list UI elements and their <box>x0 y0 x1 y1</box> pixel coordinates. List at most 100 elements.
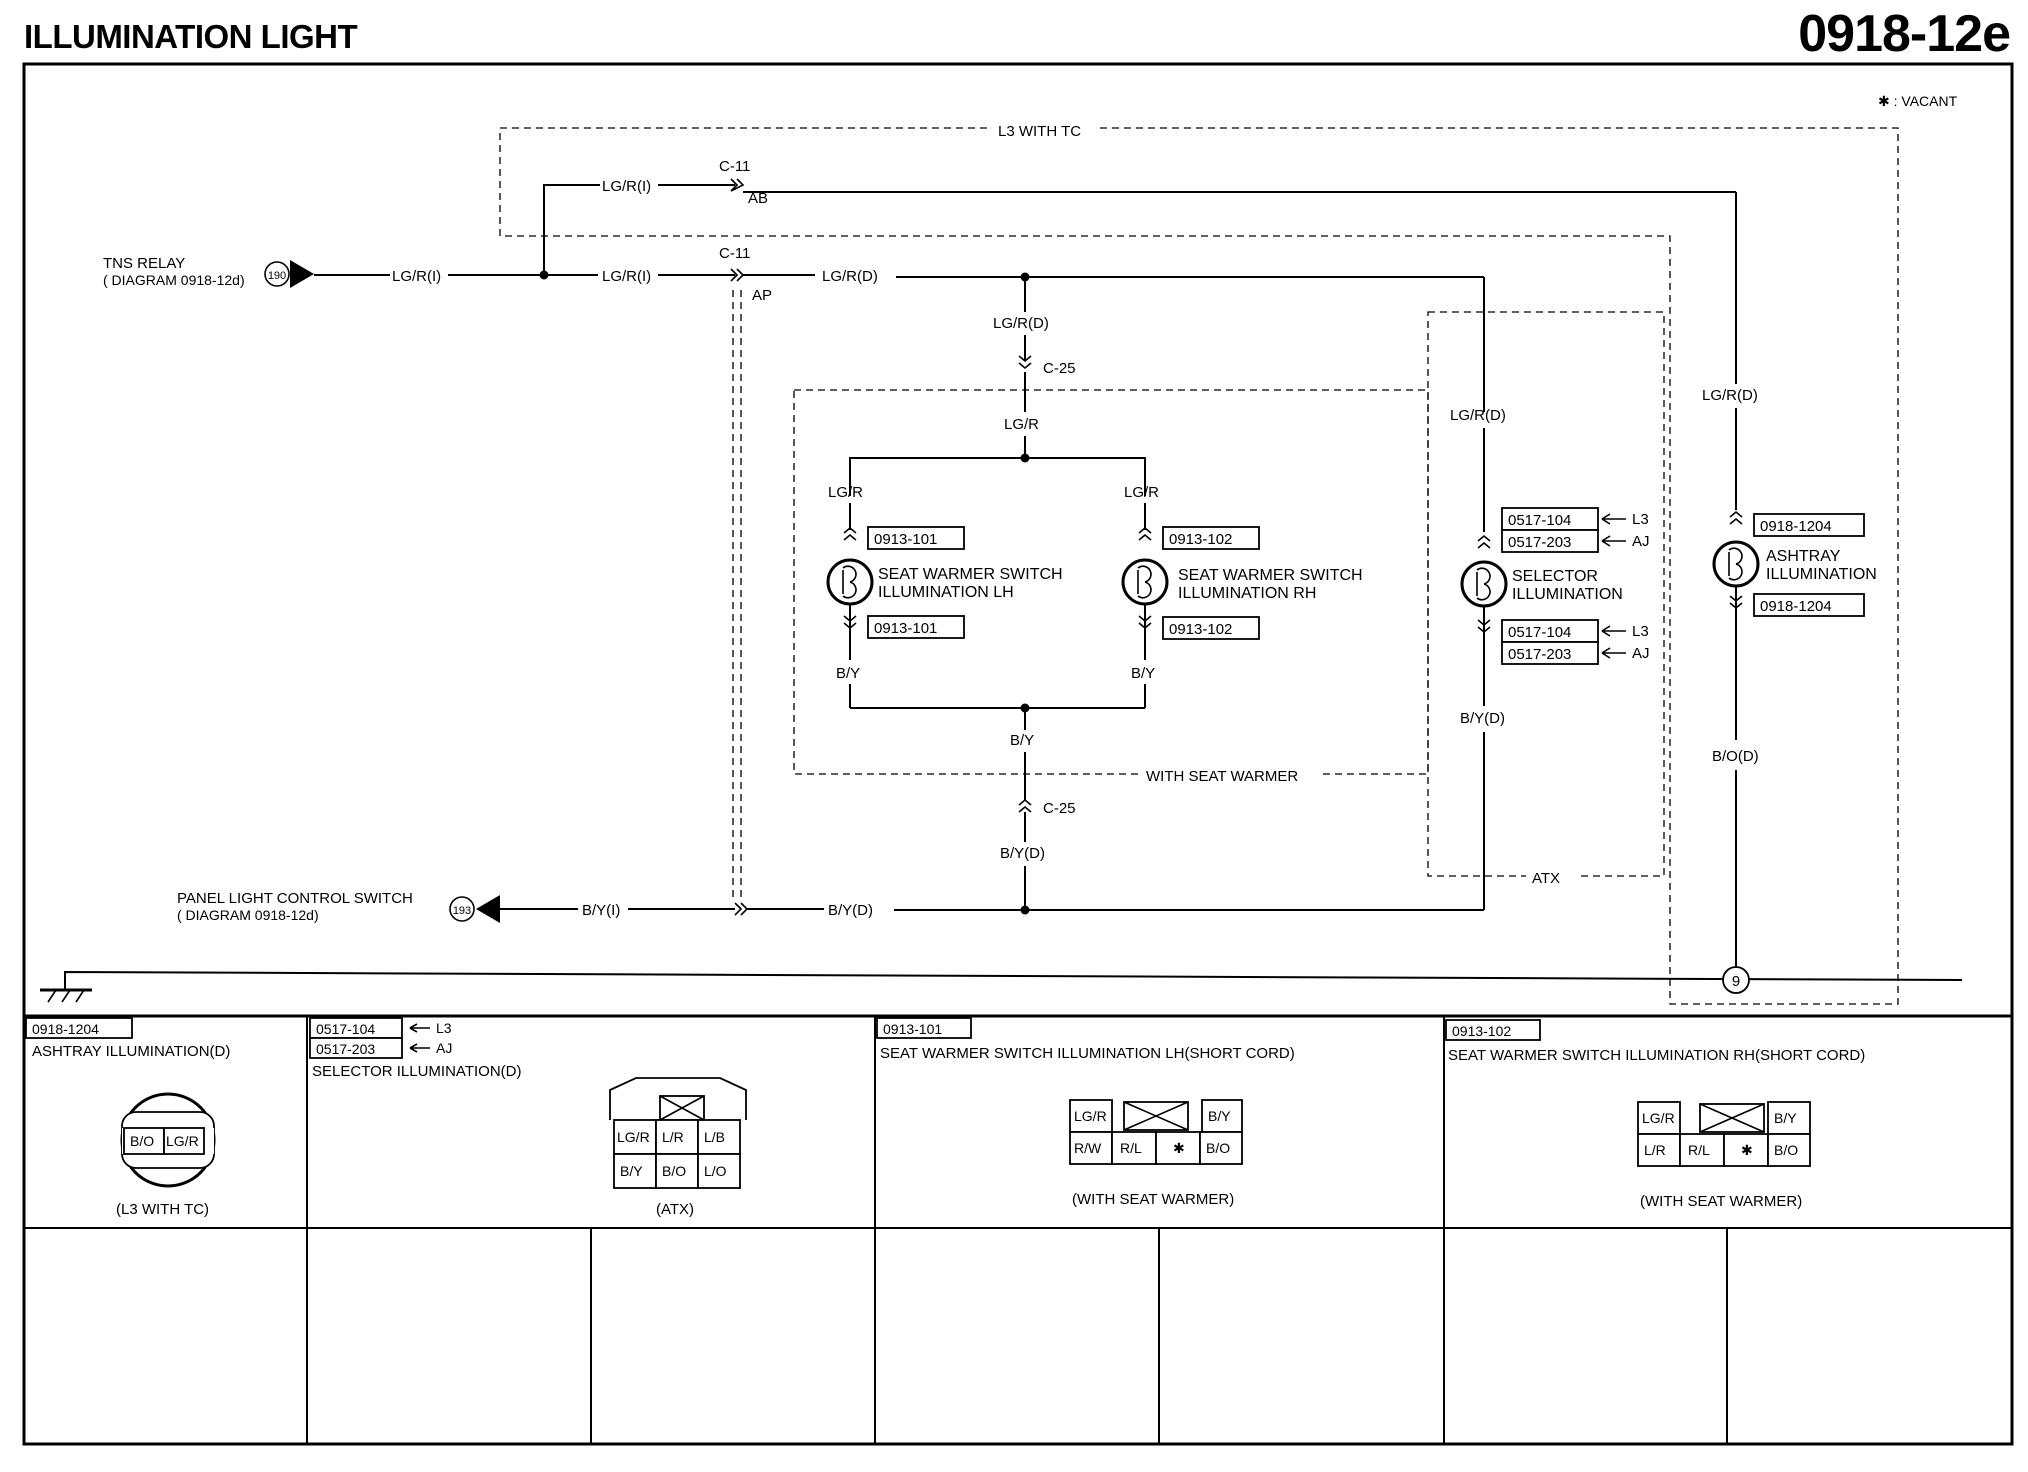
svg-text:L3: L3 <box>1632 511 1649 528</box>
svg-text:ILLUMINATION: ILLUMINATION <box>1512 586 1623 603</box>
svg-text:AJ: AJ <box>436 1040 452 1056</box>
svg-text:B/O: B/O <box>1774 1142 1798 1158</box>
svg-text:0913-101: 0913-101 <box>874 531 937 548</box>
svg-text:B/Y: B/Y <box>1010 732 1034 749</box>
ashtray-bulb: 0918-1204 ASHTRAY ILLUMINATION 0918-1204… <box>1712 511 1877 968</box>
region-atx: ATX <box>1427 311 1665 887</box>
svg-text:0918-1204: 0918-1204 <box>32 1021 99 1037</box>
svg-text:ASHTRAY ILLUMINATION(D): ASHTRAY ILLUMINATION(D) <box>32 1043 230 1060</box>
svg-text:0913-101: 0913-101 <box>874 620 937 637</box>
svg-text:0517-104: 0517-104 <box>1508 512 1571 529</box>
svg-text:SEAT WARMER SWITCH ILLUMINATIO: SEAT WARMER SWITCH ILLUMINATION RH(SHORT… <box>1448 1047 1865 1064</box>
tns-relay: TNS RELAY ( DIAGRAM 0918-12d) 190 <box>103 255 314 288</box>
svg-text:L3 WITH TC: L3 WITH TC <box>998 123 1081 140</box>
svg-text:0517-104: 0517-104 <box>316 1021 375 1037</box>
svg-text:B/Y: B/Y <box>836 665 860 682</box>
svg-text:B/Y: B/Y <box>1208 1108 1231 1124</box>
svg-text:0918-1204: 0918-1204 <box>1760 518 1832 535</box>
svg-text:C-11: C-11 <box>719 158 750 175</box>
svg-text:SELECTOR: SELECTOR <box>1512 568 1598 585</box>
svg-text:SEAT WARMER SWITCH ILLUMINATIO: SEAT WARMER SWITCH ILLUMINATION LH(SHORT… <box>880 1045 1295 1062</box>
svg-text:L3: L3 <box>436 1020 452 1036</box>
svg-text:(ATX): (ATX) <box>656 1201 694 1218</box>
svg-text:L/R: L/R <box>662 1129 684 1145</box>
svg-text:AB: AB <box>748 190 768 207</box>
svg-text:B/Y(D): B/Y(D) <box>1000 845 1045 862</box>
svg-text:LG/R(D): LG/R(D) <box>993 315 1049 332</box>
panel-seat-warmer-lh: 0913-101 SEAT WARMER SWITCH ILLUMINATION… <box>876 1017 1295 1208</box>
svg-text:B/Y: B/Y <box>1774 1110 1797 1126</box>
svg-text:LG/R(D): LG/R(D) <box>822 268 878 285</box>
panel-ashtray: 0918-1204 ASHTRAY ILLUMINATION(D) B/O LG… <box>25 1017 230 1218</box>
selector-bulb: 0517-104 0517-203 L3 AJ SELECTOR ILLUMIN… <box>1460 507 1650 910</box>
svg-text:R/L: R/L <box>1688 1142 1710 1158</box>
svg-text:PANEL LIGHT CONTROL SWITCH: PANEL LIGHT CONTROL SWITCH <box>177 890 413 907</box>
panel-light-control-switch: PANEL LIGHT CONTROL SWITCH ( DIAGRAM 091… <box>177 890 500 923</box>
svg-text:B/O: B/O <box>1206 1140 1230 1156</box>
svg-text:✱: ✱ <box>1741 1142 1753 1158</box>
svg-text:✱: ✱ <box>1173 1140 1185 1156</box>
svg-text:( DIAGRAM 0918-12d): ( DIAGRAM 0918-12d) <box>177 907 319 923</box>
svg-text:LG/R: LG/R <box>1642 1110 1675 1126</box>
diagram-frame <box>22 62 2014 1446</box>
svg-text:B/O(D): B/O(D) <box>1712 748 1759 765</box>
svg-text:193: 193 <box>453 905 471 917</box>
svg-text:AP: AP <box>752 287 772 304</box>
svg-text:SELECTOR ILLUMINATION(D): SELECTOR ILLUMINATION(D) <box>312 1063 521 1080</box>
page-title: ILLUMINATION LIGHT <box>24 18 358 55</box>
svg-text:B/Y: B/Y <box>620 1163 643 1179</box>
diagram-code: 0918-12e <box>1798 5 2011 63</box>
svg-text:ASHTRAY: ASHTRAY <box>1766 548 1841 565</box>
svg-text:L3: L3 <box>1632 623 1649 640</box>
svg-text:0517-203: 0517-203 <box>1508 646 1571 663</box>
svg-text:LG/R(I): LG/R(I) <box>602 268 651 285</box>
svg-text:LG/R: LG/R <box>1074 1108 1107 1124</box>
svg-text:B/Y: B/Y <box>1131 665 1155 682</box>
svg-text:0913-102: 0913-102 <box>1169 621 1232 638</box>
svg-text:(WITH SEAT WARMER): (WITH SEAT WARMER) <box>1072 1191 1234 1208</box>
shield-wire <box>732 290 742 900</box>
svg-text:C-25: C-25 <box>1043 800 1076 817</box>
svg-text:B/Y(D): B/Y(D) <box>828 902 873 919</box>
svg-text:L/O: L/O <box>704 1163 727 1179</box>
seat-warmer-lh-bulb: LG/R 0913-101 SEAT WARMER SWITCH ILLUMIN… <box>826 484 1063 708</box>
svg-text:L/R: L/R <box>1644 1142 1666 1158</box>
svg-text:ILLUMINATION RH: ILLUMINATION RH <box>1178 585 1316 602</box>
svg-text:0913-102: 0913-102 <box>1169 531 1232 548</box>
svg-text:R/W: R/W <box>1074 1140 1102 1156</box>
svg-text:0517-203: 0517-203 <box>1508 534 1571 551</box>
svg-text:ILLUMINATION: ILLUMINATION <box>1766 566 1877 583</box>
svg-text:B/O: B/O <box>662 1163 686 1179</box>
svg-text:LG/R(I): LG/R(I) <box>392 268 441 285</box>
svg-text:0913-102: 0913-102 <box>1452 1023 1511 1039</box>
svg-text:0918-1204: 0918-1204 <box>1760 598 1832 615</box>
svg-text:LG/R(I): LG/R(I) <box>602 178 651 195</box>
region-l3-with-tc: L3 WITH TC <box>499 118 1899 1005</box>
svg-text:C-25: C-25 <box>1043 360 1076 377</box>
ground-symbol <box>40 970 1963 1003</box>
svg-text:B/O: B/O <box>130 1133 154 1149</box>
svg-text:LG/R: LG/R <box>166 1133 199 1149</box>
svg-text:B/Y(I): B/Y(I) <box>582 902 620 919</box>
svg-text:190: 190 <box>268 270 286 282</box>
svg-text:(L3 WITH TC): (L3 WITH TC) <box>116 1201 209 1218</box>
svg-text:LG/R: LG/R <box>1004 416 1039 433</box>
svg-text:TNS RELAY: TNS RELAY <box>103 255 185 272</box>
vacant-legend: ✱ : VACANT <box>1878 93 1958 109</box>
svg-text:LG/R: LG/R <box>617 1129 650 1145</box>
svg-text:0517-104: 0517-104 <box>1508 624 1571 641</box>
svg-text:(WITH SEAT WARMER): (WITH SEAT WARMER) <box>1640 1193 1802 1210</box>
panel-seat-warmer-rh: 0913-102 SEAT WARMER SWITCH ILLUMINATION… <box>1445 1019 1865 1210</box>
svg-text:R/L: R/L <box>1120 1140 1142 1156</box>
svg-text:C-11: C-11 <box>719 245 750 262</box>
svg-text:0913-101: 0913-101 <box>883 1021 942 1037</box>
svg-text:( DIAGRAM 0918-12d): ( DIAGRAM 0918-12d) <box>103 272 245 288</box>
svg-text:SEAT WARMER SWITCH: SEAT WARMER SWITCH <box>878 566 1063 583</box>
svg-text:WITH SEAT WARMER: WITH SEAT WARMER <box>1146 768 1298 785</box>
svg-text:AJ: AJ <box>1632 645 1650 662</box>
svg-text:0517-203: 0517-203 <box>316 1041 375 1057</box>
svg-text:B/Y(D): B/Y(D) <box>1460 710 1505 727</box>
svg-text:LG/R(D): LG/R(D) <box>1450 407 1506 424</box>
svg-text:9: 9 <box>1732 973 1740 990</box>
